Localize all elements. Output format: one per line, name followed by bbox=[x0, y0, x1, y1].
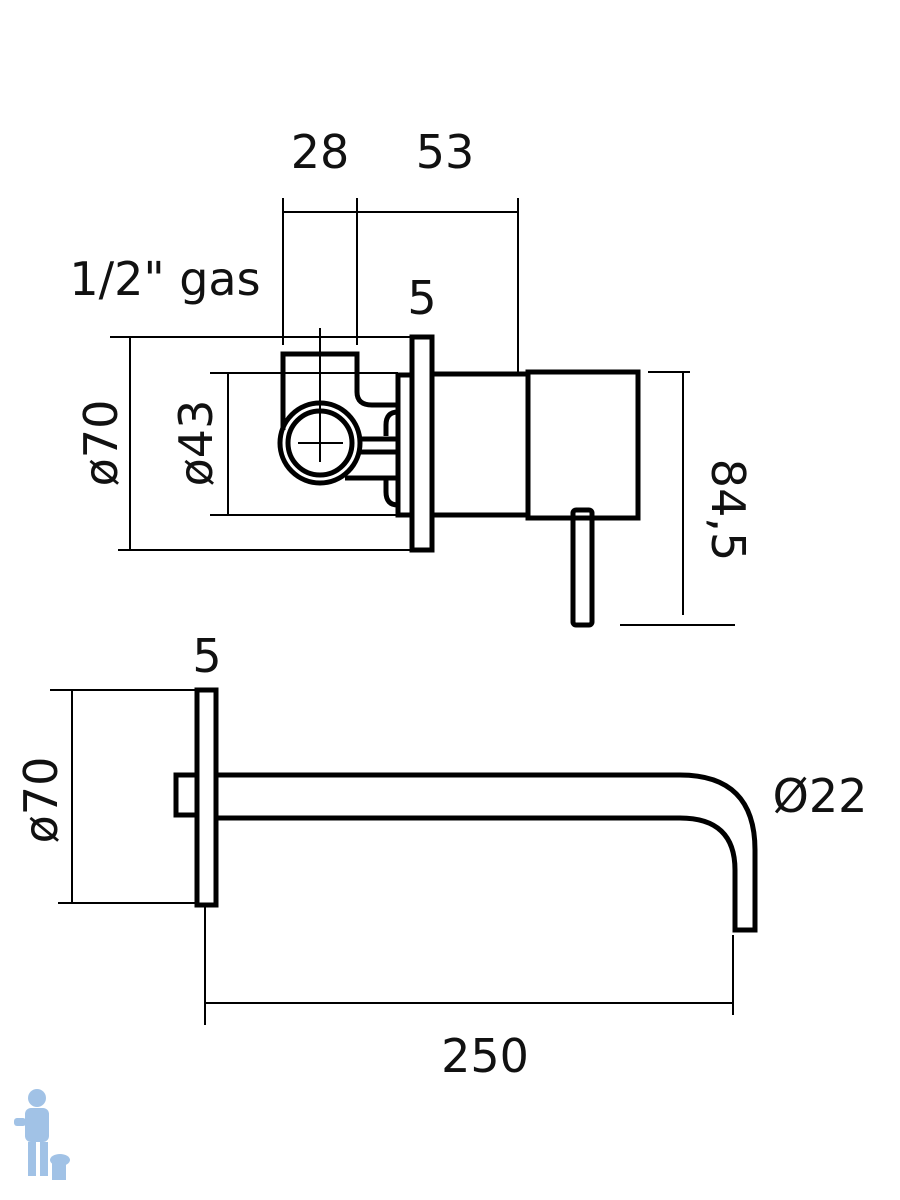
flange-thickness-label: 5 bbox=[407, 271, 436, 325]
flange-diameter-label: ø70 bbox=[74, 400, 128, 487]
plumber-logo bbox=[14, 1089, 70, 1180]
flange-thickness-label-2: 5 bbox=[192, 629, 221, 683]
thread-label: 1/2" gas bbox=[69, 252, 260, 306]
dimension-lines-bottom bbox=[50, 689, 734, 1025]
spout-diameter-label: Ø22 bbox=[773, 769, 868, 823]
bottom-view: 5 ø70 Ø22 250 bbox=[14, 629, 867, 1083]
spout bbox=[173, 687, 758, 933]
height-label: 84,5 bbox=[701, 459, 755, 561]
dim-28-label: 28 bbox=[291, 125, 350, 179]
valve-body bbox=[277, 328, 641, 628]
top-view: 28 53 1/2" gas 5 ø70 ø43 84,5 bbox=[69, 125, 755, 628]
dimension-lines-top bbox=[110, 198, 735, 626]
flange-diameter-label-2: ø70 bbox=[14, 757, 68, 844]
spout-length-label: 250 bbox=[441, 1029, 529, 1083]
dim-53-label: 53 bbox=[416, 125, 475, 179]
inner-diameter-label: ø43 bbox=[169, 400, 223, 487]
